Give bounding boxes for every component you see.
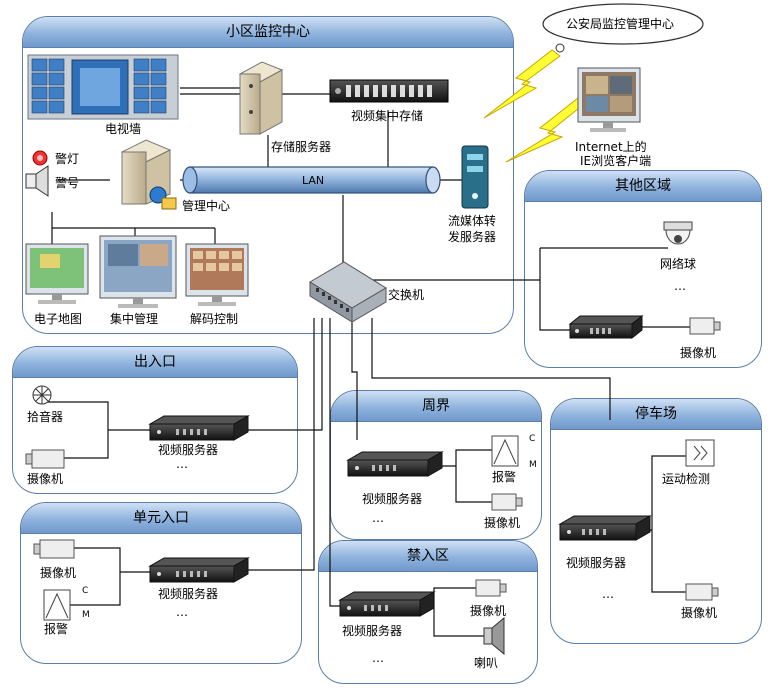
- zone-other-areas: 其他区域: [524, 170, 762, 368]
- central-storage-label: 视频集中存储: [351, 109, 424, 123]
- perimeter-m-label: M: [529, 460, 537, 470]
- zone-title: 停车场: [551, 399, 761, 430]
- video-wall-label: 电视墙: [105, 122, 142, 136]
- motion-detection-label: 运动检测: [662, 472, 711, 486]
- restricted-camera-label: 摄像机: [470, 604, 507, 618]
- perimeter-c-label: C: [529, 434, 536, 444]
- zone-parking: 停车场: [550, 398, 762, 644]
- perimeter-server-label: 视频服务器: [362, 492, 423, 506]
- zone-title: 小区监控中心: [23, 17, 513, 48]
- dome-camera-label: 网络球: [660, 257, 697, 271]
- internet-client-label-1: Internet上的: [575, 140, 647, 154]
- unit-camera-label: 摄像机: [40, 566, 77, 580]
- perimeter-alarm-label: 报警: [492, 470, 517, 484]
- internet-client-label-2: IE浏览客户端: [580, 154, 652, 168]
- streaming-server-label-2: 发服务器: [448, 230, 497, 244]
- switch-label: 交换机: [388, 288, 425, 302]
- zone-title: 出入口: [13, 347, 297, 378]
- restricted-more-dots: …: [372, 651, 385, 665]
- parking-more-dots: …: [602, 587, 615, 601]
- other-camera-label: 摄像机: [680, 346, 717, 360]
- police-center-cloud: [542, 3, 704, 61]
- warning-light-label: 警灯: [55, 152, 80, 166]
- other-more-dots: …: [674, 279, 687, 293]
- streaming-server-label-1: 流媒体转: [448, 214, 497, 228]
- storage-server-label: 存储服务器: [271, 140, 332, 154]
- zone-title: 周界: [331, 391, 541, 422]
- unit-server-label: 视频服务器: [158, 587, 219, 601]
- central-mgmt-label: 集中管理: [110, 312, 159, 326]
- siren-label: 警号: [55, 176, 80, 190]
- parking-camera-label: 摄像机: [681, 606, 718, 620]
- perimeter-more-dots: …: [372, 511, 385, 525]
- restricted-server-label: 视频服务器: [342, 624, 403, 638]
- lan-label: LAN: [302, 174, 325, 187]
- management-center-label: 管理中心: [182, 199, 231, 213]
- perimeter-camera-label: 摄像机: [484, 516, 521, 530]
- unit-m-label: M: [82, 610, 90, 620]
- entrance-more-dots: …: [176, 457, 189, 471]
- zone-title: 禁入区: [319, 541, 537, 572]
- mic-label: 拾音器: [27, 410, 64, 424]
- unit-alarm-label: 报警: [44, 622, 69, 636]
- zone-unit-entrance: 单元入口: [20, 502, 302, 664]
- e-map-label: 电子地图: [34, 312, 83, 326]
- parking-server-label: 视频服务器: [566, 556, 627, 570]
- decode-control-label: 解码控制: [190, 312, 239, 326]
- unit-c-label: C: [82, 586, 89, 596]
- zone-community-monitoring-center: 小区监控中心: [22, 16, 514, 334]
- entrance-server-label: 视频服务器: [158, 443, 219, 457]
- unit-more-dots: …: [176, 605, 189, 619]
- zone-title: 单元入口: [21, 503, 301, 534]
- entrance-camera-label: 摄像机: [27, 472, 64, 486]
- police-center-label: 公安局监控管理中心: [566, 17, 675, 31]
- zone-title: 其他区域: [525, 171, 761, 202]
- internet-client-pc-icon: [577, 67, 641, 132]
- speaker-label: 喇叭: [474, 656, 499, 670]
